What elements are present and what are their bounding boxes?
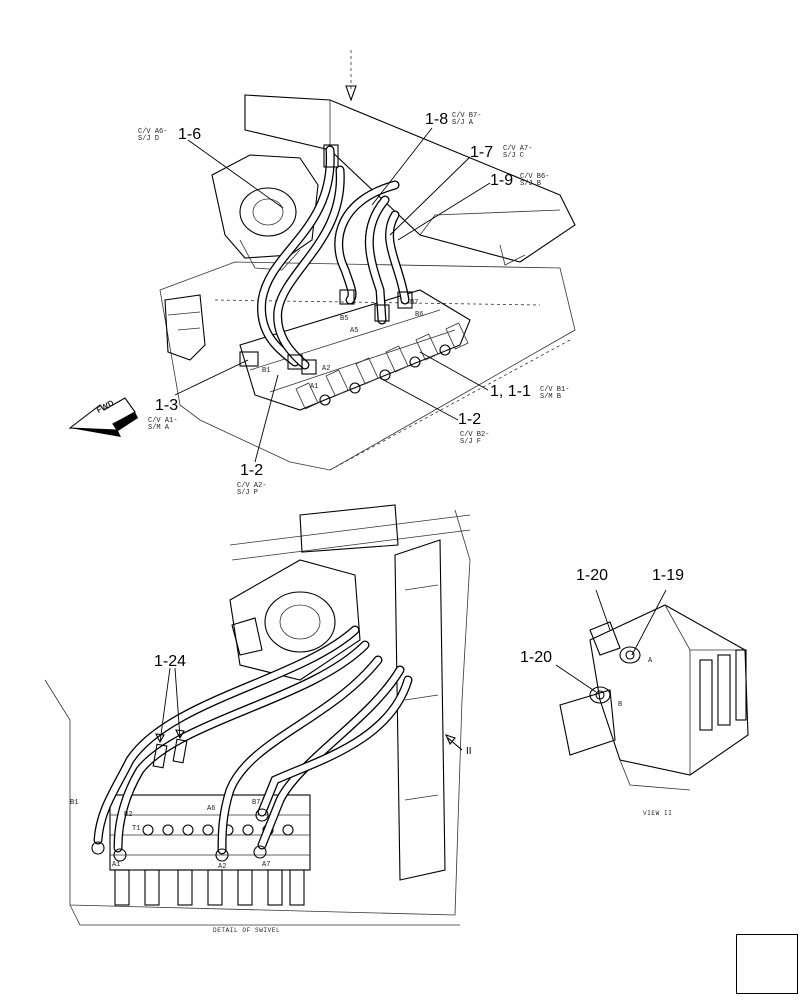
port-label: A2: [218, 863, 227, 871]
view-ii-detail: [555, 589, 749, 791]
callout-1-20-upper[interactable]: 1-20: [576, 567, 609, 584]
callout-1-8-note: C/V B7- S/J A: [452, 112, 482, 127]
callout-1-2-upper-note: C/V B2- S/J F: [460, 431, 490, 446]
view-ii-marker: II: [466, 746, 472, 757]
port-label: B1: [262, 367, 271, 375]
callout-1-7[interactable]: 1-7: [470, 144, 494, 161]
port-label: B1: [70, 799, 79, 807]
port-label: A1: [310, 383, 319, 391]
port-label: T1: [132, 825, 141, 833]
callout-1-2-upper[interactable]: 1-2: [458, 411, 482, 428]
detail-caption: DETAIL OF SWIVEL: [213, 927, 281, 934]
port-label: B7: [252, 799, 261, 807]
callout-1-6-note: C/V A6- S/J D: [138, 128, 168, 143]
view-caption: VIEW II: [643, 810, 673, 817]
port-label: B: [618, 701, 623, 709]
callout-1-3-note: C/V A1- S/M A: [148, 417, 178, 432]
callout-1-7-note: C/V A7- S/J C: [503, 145, 533, 160]
upper-assembly: [68, 50, 576, 471]
port-label: A5: [350, 327, 359, 335]
callout-1-19[interactable]: 1-19: [652, 567, 685, 584]
callout-1-20-lower[interactable]: 1-20: [520, 649, 553, 666]
callout-1-2-lower[interactable]: 1-2: [240, 462, 264, 479]
next-page-button[interactable]: [736, 934, 798, 994]
callout-1-1[interactable]: 1, 1-1: [490, 383, 531, 400]
port-label: B5: [340, 315, 349, 323]
port-label: B6: [415, 311, 424, 319]
port-label: B2: [124, 811, 133, 819]
callout-1-24[interactable]: 1-24: [154, 653, 187, 670]
port-label: A2: [322, 365, 331, 373]
port-label: A1: [112, 861, 121, 869]
port-label: A7: [262, 861, 271, 869]
callout-1-1-note: C/V B1- S/M B: [540, 386, 570, 401]
callout-1-9[interactable]: 1-9: [490, 172, 514, 189]
port-label: B7: [410, 299, 419, 307]
lower-assembly: [44, 504, 471, 926]
port-label: A6: [207, 805, 216, 813]
callout-1-3[interactable]: 1-3: [155, 397, 179, 414]
callout-1-8[interactable]: 1-8: [425, 111, 449, 128]
callout-1-2-lower-note: C/V A2- S/J P: [237, 482, 267, 497]
callout-1-6[interactable]: 1-6: [178, 126, 202, 143]
port-label: A: [648, 657, 653, 665]
callout-1-9-note: C/V B6- S/J B: [520, 173, 550, 188]
